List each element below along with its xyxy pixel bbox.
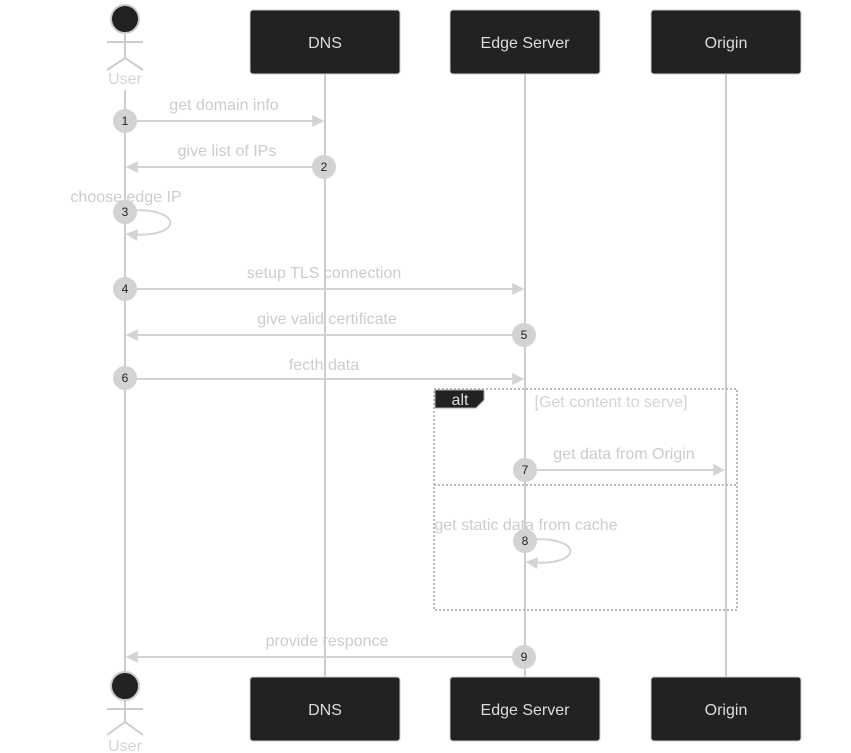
sequence-number-badge [513, 529, 537, 553]
message-5[interactable]: give valid certificate 5 [125, 311, 536, 347]
user-head-icon [110, 671, 140, 701]
alt-frame: alt [Get content to serve] [433, 388, 738, 611]
alt-frame-condition: [Get content to serve] [535, 394, 688, 411]
sequence-number: 1 [122, 114, 129, 128]
alt-frame-tag [434, 389, 485, 409]
message-label: setup TLS connection [247, 265, 401, 282]
sequence-number-badge [312, 155, 336, 179]
message-label: get static data from cache [434, 517, 617, 534]
message-label: choose edge IP [70, 189, 181, 206]
actor-label-user: User [108, 71, 142, 88]
self-loop-arrow-icon [524, 538, 572, 570]
sequence-number: 6 [122, 371, 129, 385]
message-3[interactable]: choose edge IP 3 [70, 189, 182, 242]
participant-label-dns: DNS [308, 702, 342, 719]
sequence-number-badge [113, 277, 137, 301]
participant-label-edge-server: Edge Server [481, 702, 571, 719]
participant-label-origin: Origin [705, 702, 748, 719]
self-loop-arrow-icon [124, 209, 172, 242]
sequence-number-badge [113, 200, 137, 224]
sequence-number: 8 [522, 534, 529, 548]
message-6[interactable]: fecth data 6 [113, 357, 525, 390]
sequence-number: 3 [122, 205, 129, 219]
sequence-number: 7 [522, 463, 529, 477]
message-8[interactable]: get static data from cache 8 [434, 517, 618, 570]
message-2[interactable]: give list of IPs 2 [125, 143, 336, 179]
message-7[interactable]: get data from Origin 7 [513, 446, 726, 482]
actor-user-top[interactable]: User [106, 4, 144, 88]
actor-label-user: User [108, 738, 142, 753]
participant-edge-server-top[interactable]: Edge Server [449, 9, 601, 75]
actor-user-bottom[interactable]: User [106, 671, 144, 753]
participant-label-dns: DNS [308, 35, 342, 52]
sequence-number: 5 [521, 328, 528, 342]
user-head-icon [110, 4, 140, 34]
sequence-number: 9 [521, 650, 528, 664]
message-4[interactable]: setup TLS connection 4 [113, 265, 525, 301]
sequence-number: 4 [122, 282, 129, 296]
user-legs-icon [106, 720, 144, 736]
message-label: provide responce [266, 633, 389, 650]
participant-edge-server-bottom[interactable]: Edge Server [449, 676, 601, 742]
alt-frame-border [433, 388, 738, 611]
sequence-number: 2 [321, 160, 328, 174]
participant-origin-top[interactable]: Origin [650, 9, 802, 75]
sequence-number-badge [113, 366, 137, 390]
participant-dns-top[interactable]: DNS [249, 9, 401, 75]
sequence-number-badge [512, 323, 536, 347]
participant-label-origin: Origin [705, 35, 748, 52]
user-legs-icon [106, 56, 144, 71]
message-1[interactable]: get domain info 1 [113, 97, 325, 133]
sequence-number-badge [113, 109, 137, 133]
sequence-number-badge [512, 645, 536, 669]
message-label: get data from Origin [553, 446, 694, 463]
message-label: fecth data [289, 357, 359, 374]
message-label: give valid certificate [257, 311, 397, 328]
participant-origin-bottom[interactable]: Origin [650, 676, 802, 742]
participant-label-edge-server: Edge Server [481, 35, 571, 52]
alt-frame-kind: alt [452, 392, 469, 409]
message-label: give list of IPs [178, 143, 277, 160]
message-label: get domain info [169, 97, 279, 114]
participant-dns-bottom[interactable]: DNS [249, 676, 401, 742]
message-9[interactable]: provide responce 9 [125, 633, 536, 669]
sequence-number-badge [513, 458, 537, 482]
